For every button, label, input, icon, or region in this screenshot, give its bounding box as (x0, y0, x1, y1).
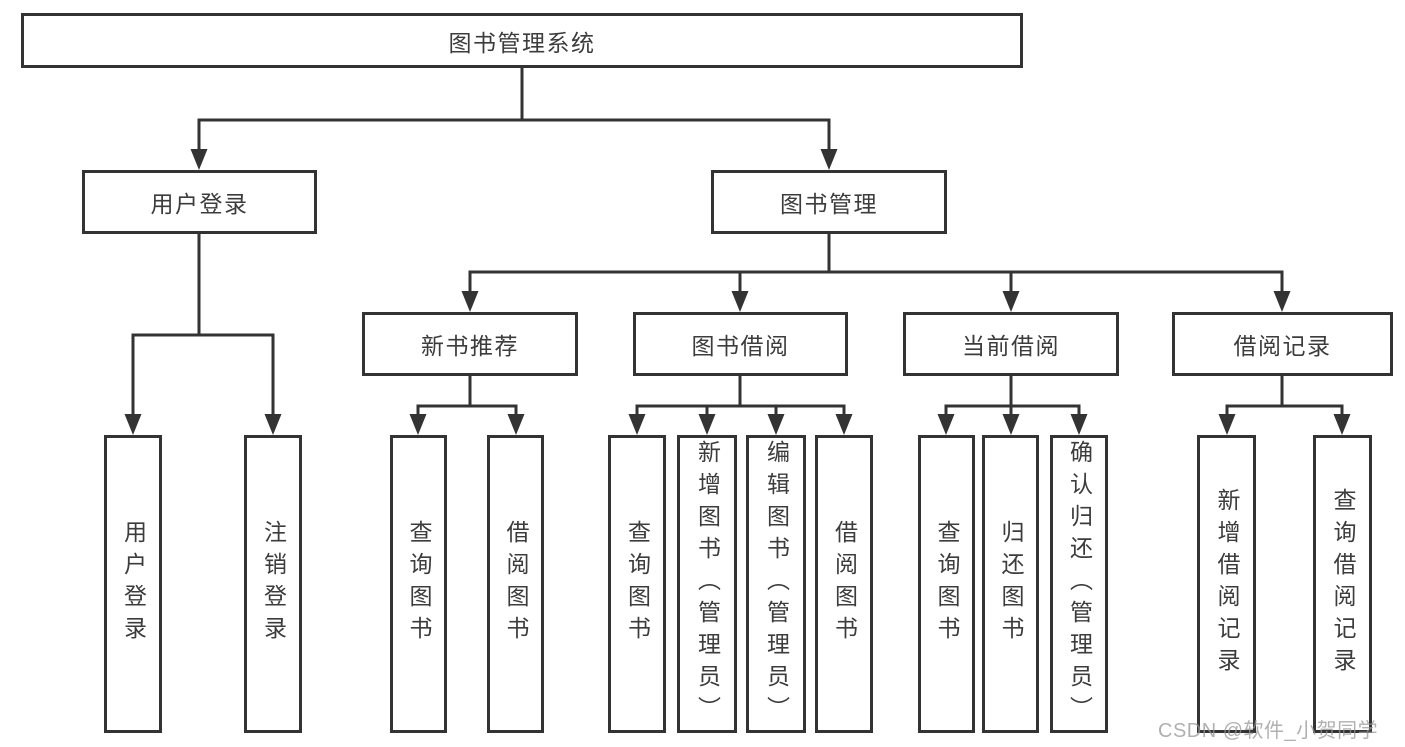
node-add-books-admin: 新增图书（管理员） (677, 435, 737, 733)
node-query-books-borrow: 查询图书 (608, 435, 666, 733)
node-query-books-current: 查询图书 (918, 435, 975, 733)
node-edit-books-admin: 编辑图书（管理员） (746, 435, 806, 733)
node-book-borrowing: 图书借阅 (633, 312, 848, 376)
node-user-login: 用户登录 (82, 170, 317, 234)
csdn-watermark: CSDN @软件_小贺同学 (1158, 720, 1379, 742)
node-user-login-leaf: 用户登录 (104, 435, 162, 733)
node-book-management: 图书管理 (711, 170, 947, 234)
node-logout-leaf: 注销登录 (244, 435, 302, 733)
node-add-borrow-record: 新增借阅记录 (1197, 435, 1256, 733)
connector-paths (131, 66, 1344, 418)
arrowheads (124, 149, 1351, 435)
node-borrow-books-borrow: 借阅图书 (815, 435, 873, 733)
node-confirm-return-admin: 确认归还（管理员） (1050, 435, 1108, 733)
node-new-book-recommend: 新书推荐 (362, 312, 578, 376)
node-library-management-system: 图书管理系统 (21, 13, 1023, 68)
node-query-books-new: 查询图书 (390, 435, 447, 733)
node-return-books: 归还图书 (982, 435, 1039, 733)
node-borrow-books-new: 借阅图书 (487, 435, 544, 733)
node-current-borrowing: 当前借阅 (903, 312, 1119, 376)
node-borrow-records: 借阅记录 (1172, 312, 1393, 376)
node-query-borrow-record: 查询借阅记录 (1313, 435, 1372, 733)
